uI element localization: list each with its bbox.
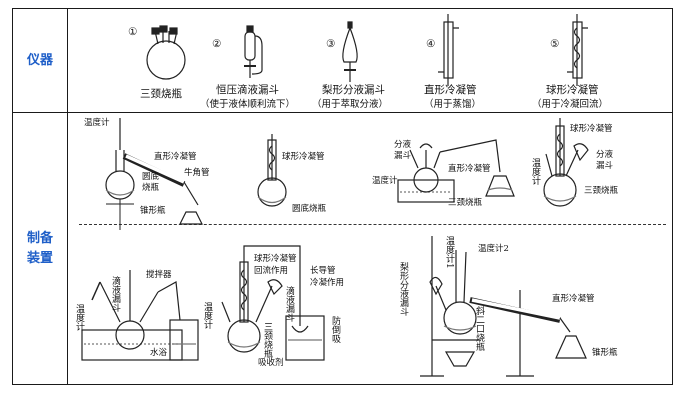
s7-conical-label: 锥形瓶	[592, 348, 618, 358]
instrument-2-name: 恒压滴液漏斗	[216, 84, 279, 96]
bulb-condenser-icon	[567, 14, 588, 86]
s7-flask-label: 斜二口烧瓶	[474, 306, 484, 351]
s6-absorber-label: 吸收剂	[258, 358, 284, 368]
three-neck-flask-icon	[146, 25, 186, 80]
s2-flask-label: 圆底烧瓶	[292, 204, 327, 214]
s4-funnel-label: 分液 漏斗	[596, 150, 614, 171]
s6-anti-label: 防倒吸	[330, 316, 340, 343]
row-label-setup-2: 装置	[26, 251, 53, 266]
row-divider	[13, 112, 672, 113]
s6-thermometer-label: 温度计	[202, 302, 212, 329]
s1-adapter-label: 牛角管	[184, 168, 210, 178]
s5-funnel-label: 滴液漏斗	[110, 276, 120, 312]
s4-thermometer-label: 温度计	[530, 158, 540, 185]
s7-condenser-label: 直形冷凝管	[552, 294, 595, 304]
s6-condenser-label: 球形冷凝管	[254, 254, 297, 264]
row-label-setup-1: 制备	[26, 231, 53, 246]
instrument-3-number: ③	[326, 38, 336, 50]
s3-funnel-label: 分液 漏斗	[394, 140, 412, 161]
stirring-bath-setup	[81, 270, 199, 361]
reflux-setup	[257, 134, 287, 207]
instrument-2-number: ②	[212, 38, 222, 50]
s7-thermometer2-label: 温度计2	[478, 244, 509, 254]
pressure-dropping-funnel-icon	[244, 25, 263, 78]
s3-thermometer-label: 温度计	[372, 176, 398, 186]
stand-distillation-setup	[420, 236, 587, 377]
dashed-separator	[79, 224, 666, 225]
bath-distillation-setup	[397, 139, 515, 203]
column-divider	[67, 9, 68, 384]
s6-tube-label: 长导管	[310, 266, 336, 276]
instrument-1-number: ①	[128, 26, 138, 38]
instrument-4-name: 直形冷凝管	[424, 84, 477, 96]
table-frame: 仪器 制备 装置	[12, 8, 673, 385]
s1-condenser-label: 直形冷凝管	[154, 152, 197, 162]
instrument-5-name: 球形冷凝管	[546, 84, 599, 96]
s1-thermometer-label: 温度计	[84, 118, 110, 128]
s6-flask-label: 三颈烧瓶	[262, 322, 272, 358]
s6-funnel-label: 滴液漏斗	[284, 286, 294, 322]
s5-bath-label: 水浴	[150, 348, 168, 358]
instrument-5-note: （用于冷凝回流）	[532, 99, 609, 110]
instrument-3-note: （用于萃取分液）	[312, 99, 389, 110]
s2-condenser-label: 球形冷凝管	[282, 152, 325, 162]
three-neck-reflux-setup	[543, 118, 589, 207]
s5-stirrer-label: 搅拌器	[146, 270, 172, 280]
row-label-instruments: 仪器	[26, 53, 53, 68]
s1-conical-label: 锥形瓶	[140, 206, 166, 216]
instrument-1-name: 三颈烧瓶	[140, 88, 182, 100]
instrument-4-note: （用于蒸馏）	[424, 99, 482, 110]
straight-condenser-icon	[438, 14, 459, 86]
s3-flask-label: 三颈烧瓶	[448, 198, 483, 208]
instrument-2-note: （使于液体顺利流下）	[200, 99, 296, 110]
s7-funnel-label: 梨形分液漏斗	[398, 262, 408, 316]
s5-thermometer-label: 温度计	[74, 304, 84, 331]
s4-condenser-label: 球形冷凝管	[570, 124, 613, 134]
instrument-4-number: ④	[426, 38, 436, 50]
s7-thermometer1-label: 温度计1	[444, 236, 454, 269]
distillation-setup	[105, 118, 203, 230]
s6-cooling-label: 冷凝作用	[310, 278, 345, 288]
pear-separatory-funnel-icon	[342, 21, 358, 82]
s4-flask-label: 三颈烧瓶	[584, 186, 619, 196]
instrument-3-name: 梨形分液漏斗	[322, 84, 385, 96]
s1-flask-label: 圆底 烧瓶	[142, 172, 160, 193]
gas-absorption-setup	[221, 245, 325, 361]
instrument-5-number: ⑤	[550, 38, 560, 50]
s6-reflux-label: 回流作用	[254, 266, 289, 276]
s3-condenser-label: 直形冷凝管	[448, 164, 491, 174]
